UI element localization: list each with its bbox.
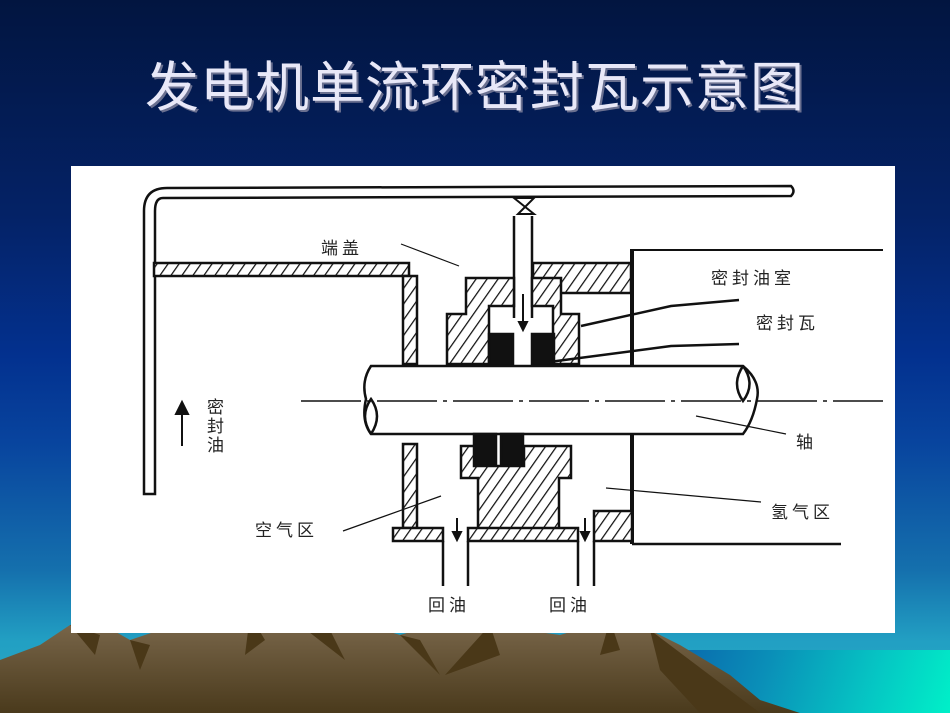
label-shaft: 轴 bbox=[796, 433, 817, 453]
label-oil-return-right: 回油 bbox=[549, 596, 591, 616]
label-hydrogen-zone: 氢气区 bbox=[771, 503, 834, 523]
label-seal-oil-inlet: 密封油 bbox=[203, 398, 223, 455]
seal-diagram: 端盖 密封油室 密封瓦 轴 氢气区 空气区 密封油 回油 回油 bbox=[71, 166, 895, 633]
arrow-up-icon bbox=[174, 399, 190, 415]
mountain-decoration bbox=[0, 615, 800, 713]
seal-diagram-drawing bbox=[142, 184, 883, 586]
arrow-down-icon bbox=[517, 321, 529, 333]
label-seal-bearing: 密封瓦 bbox=[756, 314, 819, 334]
slide-title: 发电机单流环密封瓦示意图 bbox=[145, 56, 805, 119]
label-end-cover: 端盖 bbox=[321, 239, 363, 259]
label-oil-return-left: 回油 bbox=[428, 596, 470, 616]
label-seal-oil-chamber: 密封油室 bbox=[711, 269, 795, 289]
label-air-zone: 空气区 bbox=[255, 521, 318, 541]
